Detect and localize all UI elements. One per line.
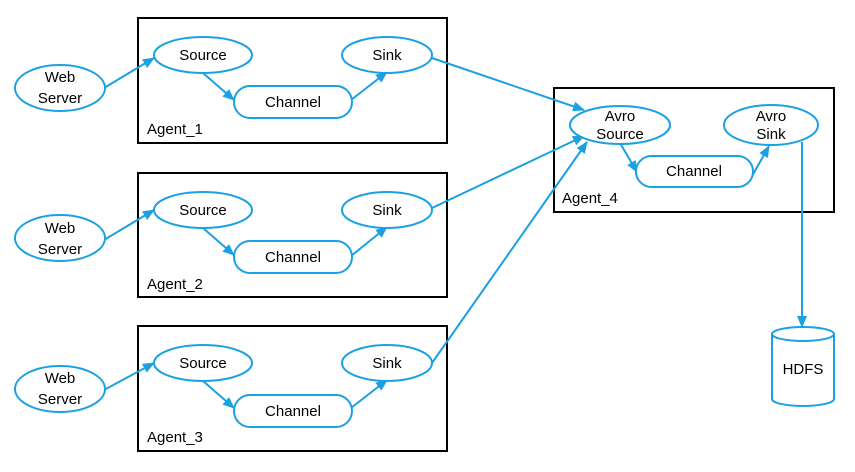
- edge-webserver1-to-source1: [103, 57, 155, 89]
- web-server-1-line2: Server: [38, 90, 82, 107]
- agent-1-source-label: Source: [179, 47, 227, 64]
- agent-1-sink: Sink: [341, 36, 433, 74]
- agent-4-avro-source: Avro Source: [569, 105, 671, 145]
- avro-source-line2: Source: [596, 126, 644, 143]
- edge-channel4-to-avro-sink: [750, 145, 770, 179]
- agent-3-label: Agent_3: [147, 429, 203, 446]
- web-server-2: Web Server: [14, 214, 106, 262]
- agent-1-source: Source: [153, 36, 253, 74]
- edge-channel2-to-sink2: [350, 226, 388, 257]
- web-server-3: Web Server: [14, 365, 106, 413]
- agent-1-channel-label: Channel: [265, 94, 321, 111]
- edge-channel1-to-sink1: [350, 71, 388, 101]
- agent-3-sink: Sink: [341, 344, 433, 382]
- edge-source2-to-channel2: [202, 227, 235, 256]
- agent-1-sink-label: Sink: [372, 47, 402, 64]
- edge-source1-to-channel1: [202, 72, 235, 101]
- agent-3-channel: Channel: [233, 394, 353, 428]
- edge-webserver3-to-source3: [103, 362, 155, 391]
- agent-3-source-label: Source: [179, 355, 227, 372]
- agent-4-label: Agent_4: [562, 190, 618, 207]
- edge-avro-source-to-channel4: [619, 142, 638, 173]
- edge-sink1-to-avro-source: [431, 57, 585, 112]
- agent-2-sink-label: Sink: [372, 202, 402, 219]
- agent-2-channel: Channel: [233, 240, 353, 274]
- edge-webserver2-to-source2: [103, 209, 155, 241]
- agent-4-channel: Channel: [635, 155, 754, 188]
- edge-source3-to-channel3: [202, 380, 235, 409]
- agent-3-channel-label: Channel: [265, 403, 321, 420]
- agent-1-channel: Channel: [233, 85, 353, 119]
- agent-2-sink: Sink: [341, 191, 433, 229]
- edge-channel3-to-sink3: [350, 379, 388, 409]
- web-server-1: Web Server: [14, 64, 106, 112]
- web-server-2-line1: Web: [45, 220, 76, 237]
- avro-source-line1: Avro: [605, 108, 636, 125]
- hdfs-cylinder: HDFS: [771, 326, 835, 407]
- agent-4-channel-label: Channel: [666, 163, 722, 180]
- agent-2-source-label: Source: [179, 202, 227, 219]
- avro-sink-line1: Avro: [756, 108, 787, 125]
- web-server-1-line1: Web: [45, 69, 76, 86]
- web-server-3-line1: Web: [45, 370, 76, 387]
- agent-3-source: Source: [153, 344, 253, 382]
- agent-2-source: Source: [153, 191, 253, 229]
- edge-sink2-to-avro-source: [431, 135, 585, 209]
- agent-3-sink-label: Sink: [372, 355, 402, 372]
- agent-2-channel-label: Channel: [265, 249, 321, 266]
- agent-4-avro-sink: Avro Sink: [723, 104, 819, 146]
- edge-sink3-to-avro-source: [431, 141, 588, 364]
- avro-sink-line2: Sink: [756, 126, 786, 143]
- web-server-3-line2: Server: [38, 391, 82, 408]
- web-server-2-line2: Server: [38, 241, 82, 258]
- agent-1-label: Agent_1: [147, 121, 203, 138]
- agent-2-label: Agent_2: [147, 276, 203, 293]
- hdfs-label: HDFS: [783, 361, 824, 378]
